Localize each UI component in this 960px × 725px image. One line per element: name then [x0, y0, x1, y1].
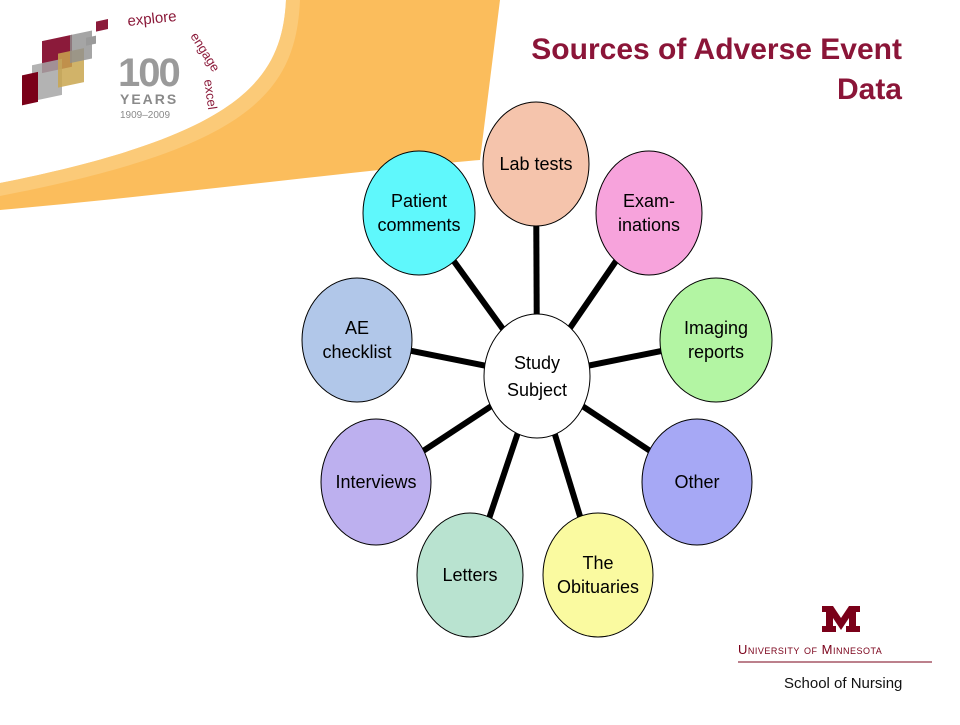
- diagram-nodes: Lab testsExam-inationsImagingreportsOthe…: [301, 101, 773, 638]
- university-m-logo-icon: [822, 606, 860, 632]
- node-ae-checklist-label: checklist: [322, 342, 391, 362]
- anniversary-number: 100: [118, 51, 179, 95]
- slide-title-line-1: Sources of Adverse Event: [531, 33, 902, 66]
- node-examinations: Exam-inations: [595, 150, 703, 276]
- center-node-line-2: Subject: [507, 380, 567, 400]
- node-the-obituaries-shape: [542, 512, 654, 638]
- node-lab-tests: Lab tests: [482, 101, 590, 227]
- node-patient-comments-shape: [362, 150, 476, 276]
- node-other-shape: [641, 418, 753, 546]
- node-patient-comments-label: Patient: [391, 191, 447, 211]
- anniversary-span: 1909–2009: [120, 110, 170, 121]
- node-patient-comments: Patient comments: [362, 150, 476, 276]
- centennial-logo-icon: [22, 19, 108, 106]
- center-node: Study Subject: [483, 313, 591, 439]
- tagline-explore: explore: [127, 8, 178, 30]
- node-interviews-shape: [320, 418, 432, 546]
- gold-swoosh-highlight: [0, 0, 300, 196]
- node-ae-checklist-shape: [301, 277, 413, 403]
- node-imaging-reports-label: reports: [688, 342, 744, 362]
- school-name: School of Nursing: [784, 675, 902, 692]
- node-examinations-label: inations: [618, 215, 680, 235]
- tagline-excel: excel: [201, 78, 220, 110]
- tagline-engage: engage: [187, 30, 223, 75]
- slide-title: Sources of Adverse Event Data: [382, 30, 902, 110]
- node-lab-tests-label: Lab tests: [499, 154, 572, 174]
- node-examinations-label: Exam-: [623, 191, 675, 211]
- node-imaging-reports-shape: [659, 277, 773, 403]
- node-lab-tests-shape: [482, 101, 590, 227]
- slide-title-line-2: Data: [836, 73, 902, 106]
- node-letters: Letters: [416, 512, 524, 638]
- node-other-label: Other: [674, 472, 719, 492]
- university-name: University of Minnesota: [738, 642, 882, 657]
- node-examinations-shape: [595, 150, 703, 276]
- node-ae-checklist: AE checklist: [301, 277, 413, 403]
- center-node-line-1: Study: [514, 353, 560, 373]
- node-interviews: Interviews: [320, 418, 432, 546]
- node-patient-comments-label: comments: [377, 215, 460, 235]
- node-other: Other: [641, 418, 753, 546]
- node-letters-shape: [416, 512, 524, 638]
- node-the-obituaries-label: Obituaries: [557, 577, 639, 597]
- node-letters-label: Letters: [442, 565, 497, 585]
- node-the-obituaries-label: The: [582, 553, 613, 573]
- node-imaging-reports: Imaging reports: [659, 277, 773, 403]
- anniversary-label: YEARS: [120, 91, 178, 107]
- node-imaging-reports-label: Imaging: [684, 318, 748, 338]
- node-interviews-label: Interviews: [335, 472, 416, 492]
- node-ae-checklist-label: AE: [345, 318, 369, 338]
